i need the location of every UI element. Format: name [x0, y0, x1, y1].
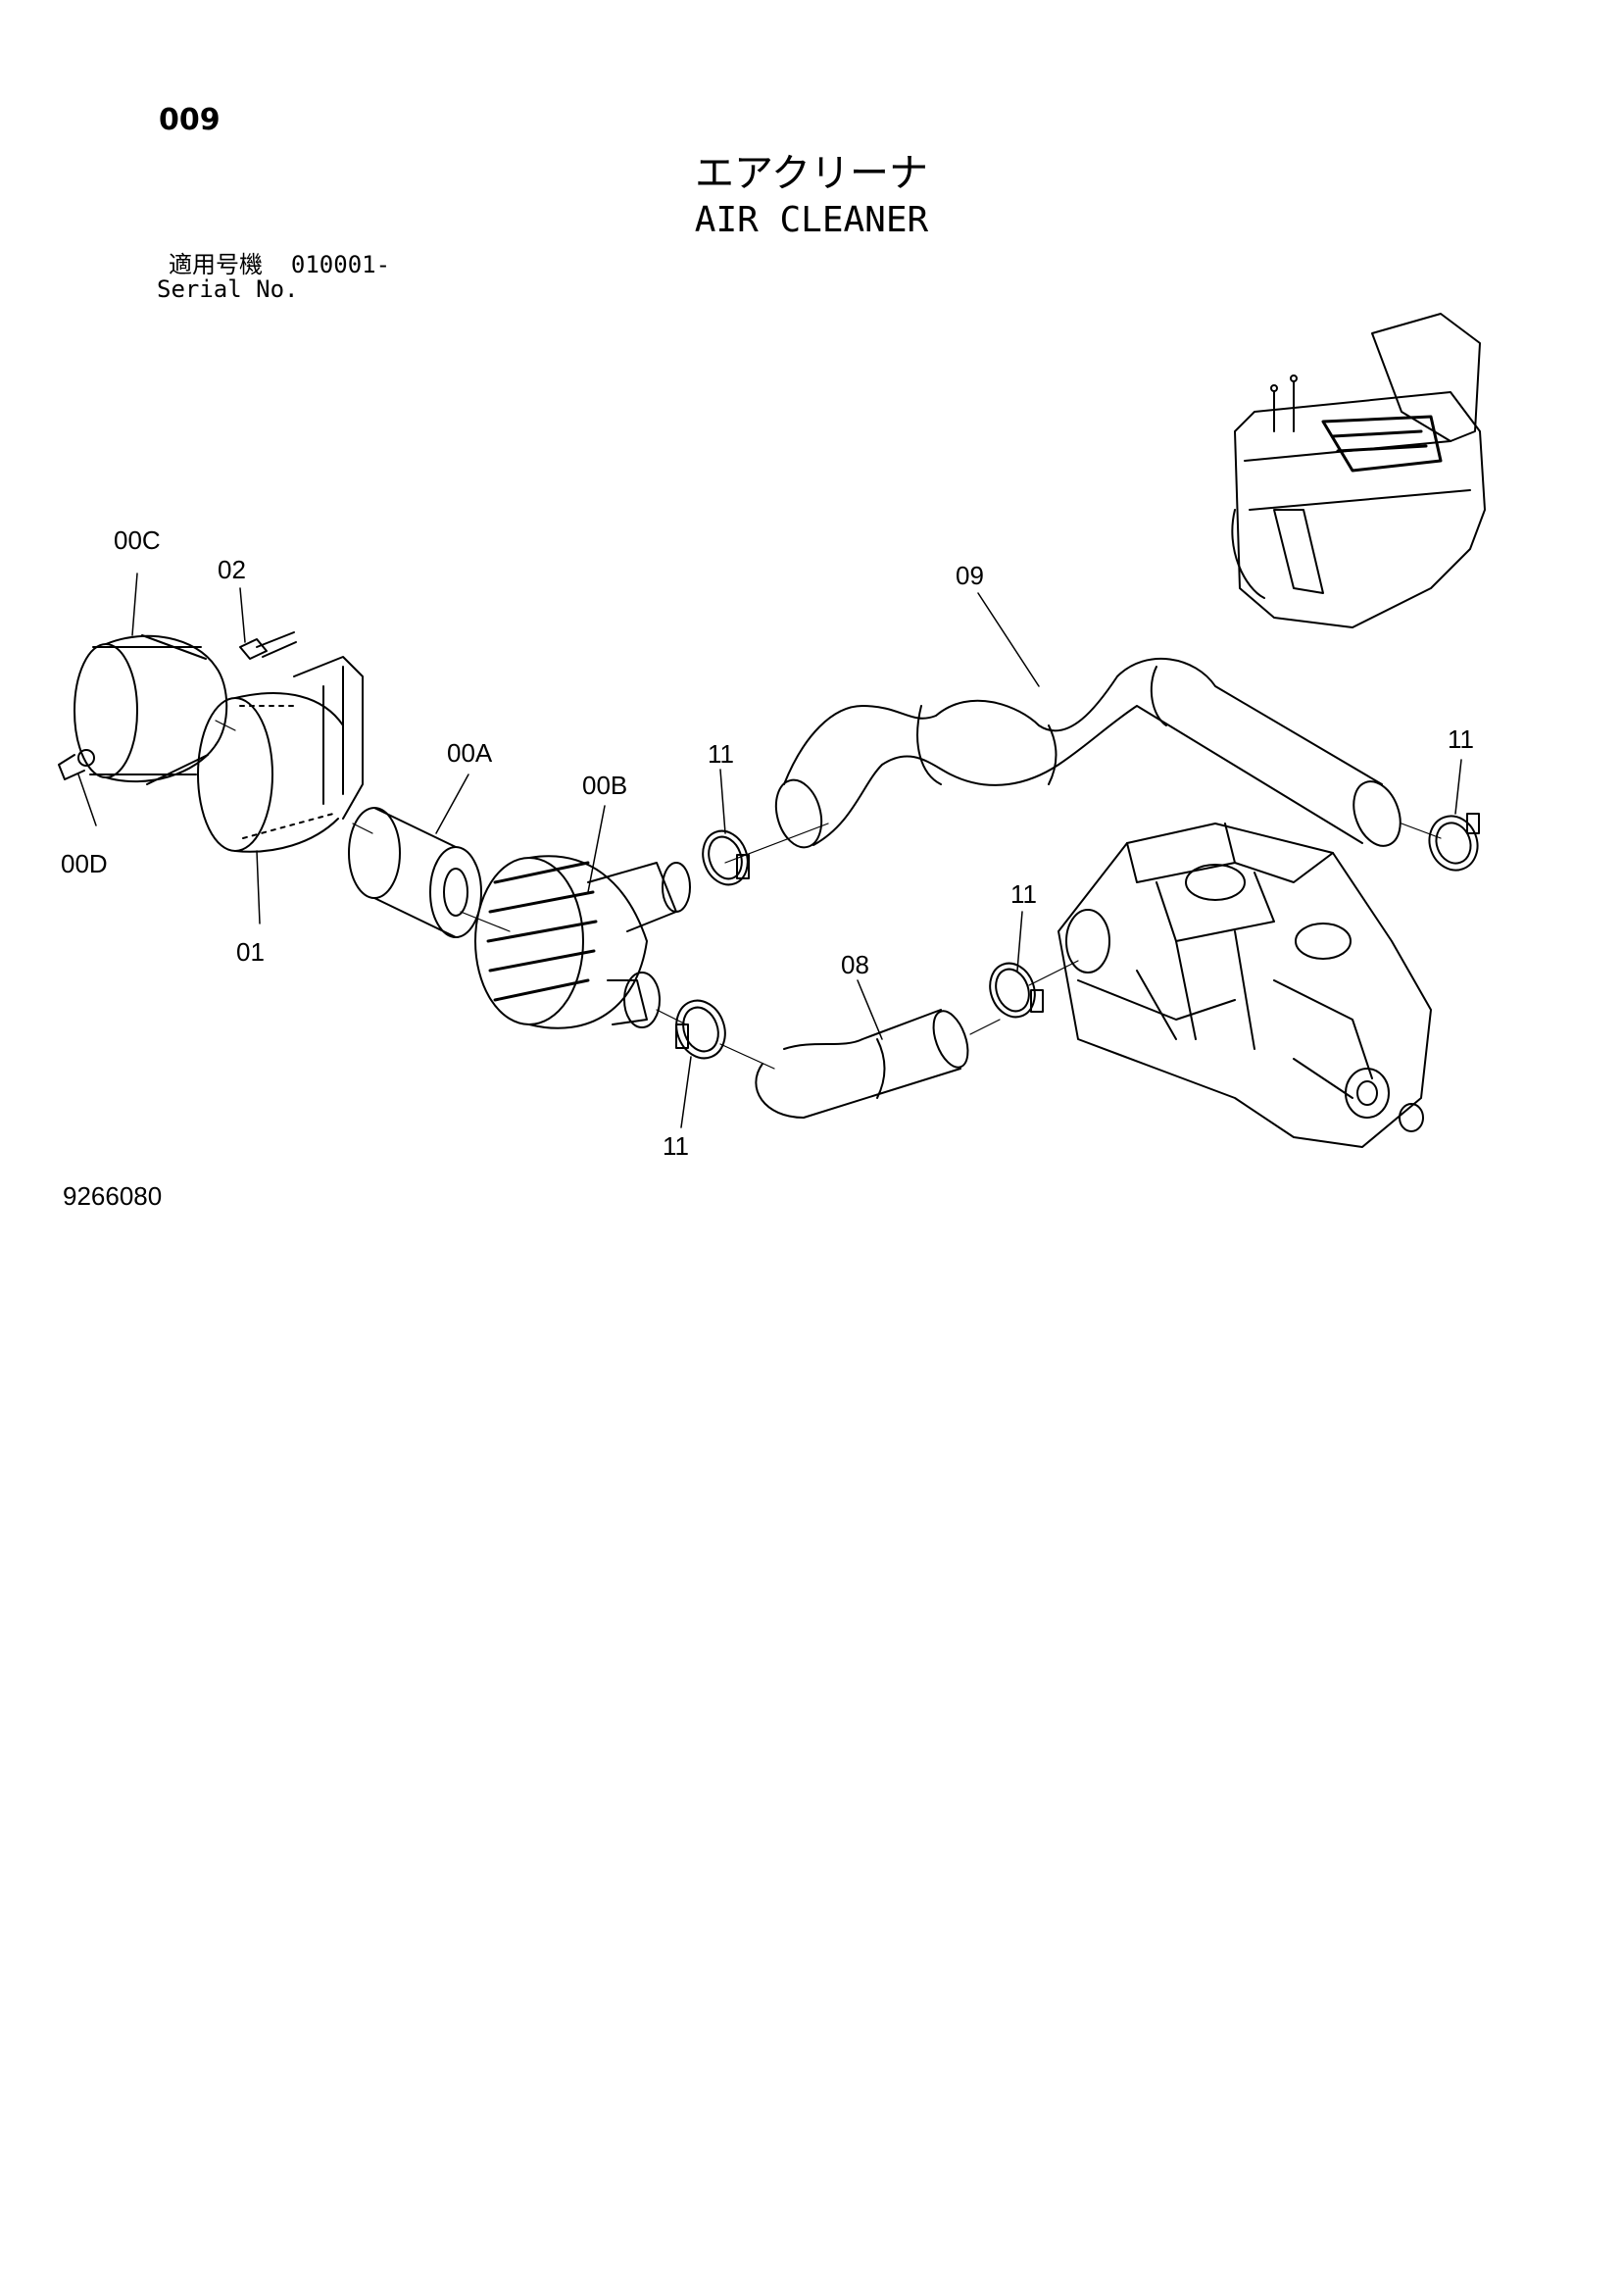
- page-title-japanese: エアクリーナ: [695, 151, 928, 196]
- engine-block: [1057, 823, 1432, 1148]
- page-title: AIR CLEANER: [694, 200, 929, 240]
- callout-00C: 00C: [114, 525, 161, 555]
- part-08-outlet-hose: [755, 1009, 969, 1119]
- drawing-number: 9266080: [63, 1181, 163, 1211]
- callout-00D: 00D: [61, 849, 108, 878]
- callout-01: 01: [236, 937, 265, 967]
- part-00B-air-cleaner-body: [474, 855, 691, 1029]
- callout-08: 08: [841, 950, 869, 979]
- callout-11: 11: [1010, 879, 1037, 909]
- callout-11: 11: [663, 1131, 689, 1161]
- part-00C-dust-cap: [58, 634, 228, 785]
- part-11-hose-clamp: [989, 962, 1044, 1019]
- part-02-bolt: [239, 631, 297, 660]
- part-11-hose-clamp: [675, 999, 726, 1060]
- callout-02: 02: [218, 555, 246, 584]
- serial-label-english: Serial No.: [157, 275, 299, 303]
- part-01-bracket-band: [197, 656, 364, 853]
- callout-11: 11: [1448, 724, 1474, 754]
- part-11-hose-clamp: [1428, 813, 1480, 872]
- serial-label-japanese: 適用号機 010001-: [169, 253, 390, 276]
- part-00A-filter-element: [348, 807, 482, 938]
- part-09-intake-hose: [774, 657, 1402, 849]
- callout-leader-lines: [77, 573, 1462, 1128]
- machine-location-thumbnail: [1231, 313, 1486, 628]
- serial-label-jp: 適用号機: [169, 251, 263, 278]
- page-number: 009: [159, 103, 221, 137]
- part-11-hose-clamp: [702, 829, 750, 886]
- serial-value: 010001-: [290, 251, 391, 278]
- callout-00A: 00A: [447, 738, 493, 768]
- callout-09: 09: [956, 561, 984, 590]
- callout-00B: 00B: [582, 771, 627, 800]
- assembly-axes: [215, 720, 1442, 1070]
- callout-11: 11: [708, 739, 734, 769]
